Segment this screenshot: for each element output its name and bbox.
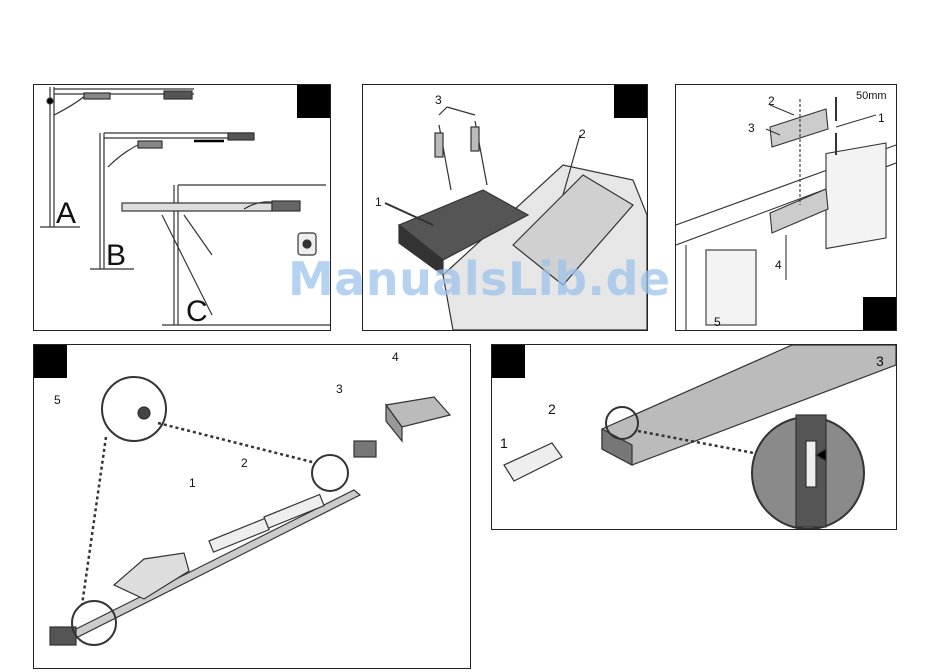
- callout-1: 1: [375, 195, 382, 209]
- dimension-label: 50mm: [856, 90, 887, 102]
- callout-5: 5: [54, 393, 61, 407]
- callout-3: 3: [336, 382, 343, 396]
- variant-label-c: C: [186, 295, 208, 329]
- panel-wall-bracket: 50mm 1 2 3 4 5: [675, 84, 897, 331]
- callout-1: 1: [189, 476, 196, 490]
- tension-adjustment-drawing: [492, 345, 896, 529]
- panel-mounting-variants: A B C: [33, 84, 331, 331]
- callout-3: 3: [748, 121, 755, 135]
- callout-5: 5: [714, 315, 721, 329]
- callout-2: 2: [768, 94, 775, 108]
- panel-tension-adjustment: 1 2 3: [491, 344, 897, 530]
- callout-2: 2: [579, 127, 586, 141]
- panel-rail-assembly: 1 2 3 4 5: [33, 344, 471, 669]
- watermark: ManualsLib.de: [288, 252, 671, 306]
- callout-2: 2: [241, 456, 248, 470]
- callout-4: 4: [775, 258, 782, 272]
- rail-assembly-drawing: [34, 345, 470, 668]
- callout-1: 1: [878, 111, 885, 125]
- wall-bracket-drawing: [676, 85, 896, 330]
- callout-2: 2: [548, 401, 556, 417]
- mounting-variants-drawing: [34, 85, 330, 330]
- callout-4: 4: [392, 350, 399, 364]
- callout-3: 3: [876, 353, 884, 369]
- callout-3: 3: [435, 93, 442, 107]
- callout-1: 1: [500, 435, 508, 451]
- variant-label-b: B: [106, 239, 126, 273]
- variant-label-a: A: [56, 197, 76, 231]
